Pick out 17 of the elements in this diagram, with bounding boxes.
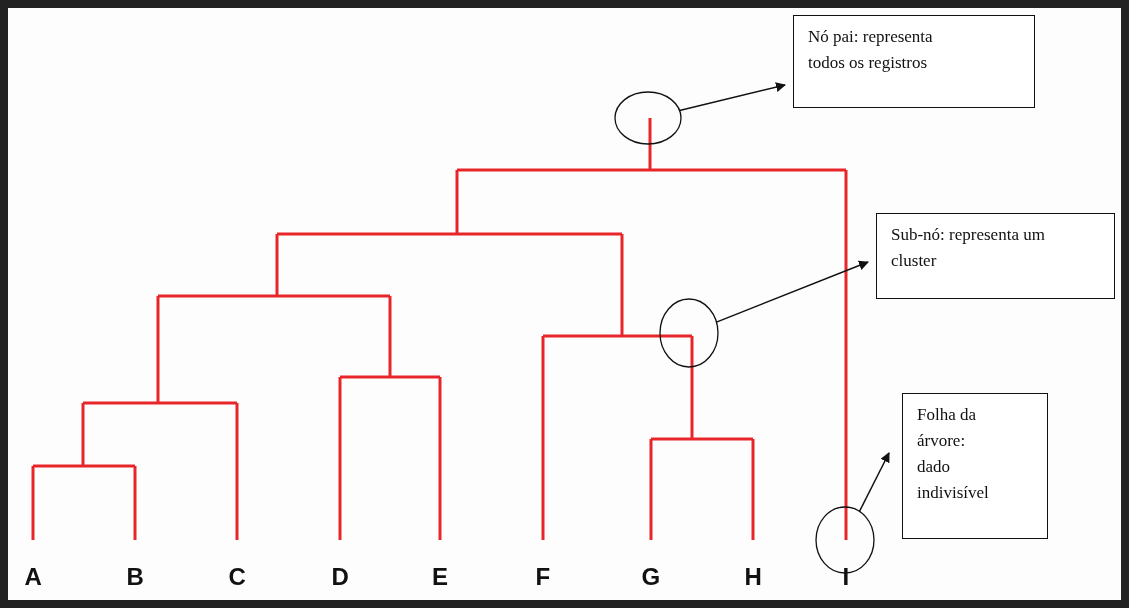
annotation-box: Nó pai: representa todos os registros	[793, 15, 1035, 108]
leaf-label: D	[331, 565, 349, 589]
circle-marker	[614, 91, 682, 145]
arrow	[678, 82, 786, 112]
circle-marker	[659, 298, 719, 368]
leaf-label: I	[842, 565, 850, 589]
leaf-label: C	[228, 565, 246, 589]
leaf-label: E	[432, 565, 448, 589]
annotation-box: Sub-nó: representa um cluster	[876, 213, 1115, 299]
leaf-label: H	[744, 565, 762, 589]
leaf-label: G	[641, 565, 661, 589]
leaf-label: F	[535, 565, 551, 589]
arrow	[715, 260, 869, 323]
arrow	[858, 452, 890, 513]
annotation-box: Folha da árvore: dado indivisível	[902, 393, 1048, 539]
leaf-label: A	[24, 565, 42, 589]
leaf-label: B	[126, 565, 144, 589]
